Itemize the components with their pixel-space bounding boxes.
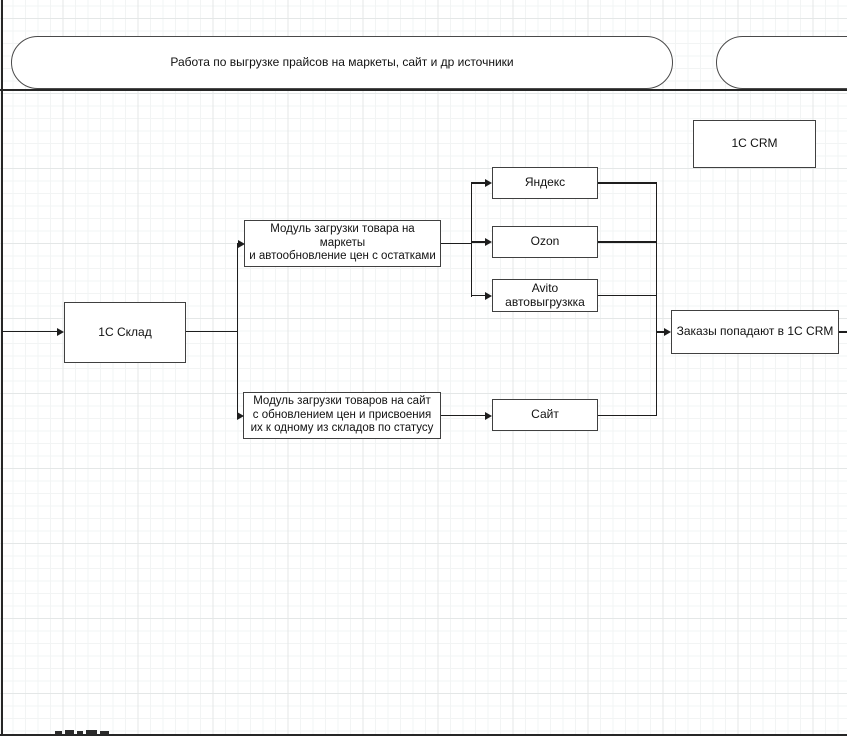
arrowhead-icon — [485, 238, 492, 246]
left-vertical-line[interactable] — [1, 0, 3, 736]
clipped-offscreen-text — [86, 730, 97, 734]
edge-module-site-to-site[interactable] — [441, 414, 485, 417]
arrowhead-icon — [485, 411, 492, 420]
lane-divider-line-top[interactable] — [0, 88, 847, 91]
edge-to-ozon[interactable] — [471, 241, 485, 243]
edge-sklad-branch-vertical[interactable] — [236, 242, 238, 417]
edge-yandex-out[interactable] — [598, 182, 657, 184]
node-yandex[interactable]: Яндекс — [492, 167, 598, 199]
node-yandex-label: Яндекс — [524, 175, 566, 190]
node-module-markets-label: Модуль загрузки товара на маркеты и авто… — [249, 223, 436, 263]
node-orders-to-crm[interactable]: Заказы попадают в 1С CRM — [671, 310, 839, 354]
node-ozon-label: Ozon — [530, 234, 560, 249]
edge-markets-fan-vertical[interactable] — [470, 182, 472, 297]
edge-orders-to-offscreen[interactable] — [839, 331, 847, 333]
edge-ozon-out[interactable] — [598, 241, 657, 243]
arrowhead-icon — [238, 239, 245, 248]
node-module-site[interactable]: Модуль загрузки товаров на сайт с обновл… — [243, 392, 441, 439]
node-site[interactable]: Сайт — [492, 399, 598, 431]
node-site-label: Сайт — [531, 407, 559, 422]
lane-divider-line-bottom[interactable] — [0, 733, 847, 736]
edge-to-yandex[interactable] — [471, 182, 485, 184]
clipped-offscreen-text — [55, 731, 62, 734]
edge-offscreen-to-sklad[interactable] — [2, 330, 57, 332]
edge-collector-vertical[interactable] — [655, 182, 657, 416]
node-1c-sklad-label: 1С Склад — [98, 324, 152, 339]
arrowhead-icon — [236, 411, 244, 420]
lane-title-right-clipped[interactable] — [716, 36, 847, 89]
clipped-offscreen-text — [77, 731, 83, 734]
edge-avito-out[interactable] — [598, 294, 657, 297]
edge-site-out[interactable] — [598, 414, 657, 417]
node-1c-crm-label: 1C CRM — [731, 136, 778, 151]
lane-title-prices[interactable]: Работа по выгрузке прайсов на маркеты, с… — [11, 36, 673, 89]
edge-module-markets-out[interactable] — [441, 242, 471, 245]
edge-sklad-out[interactable] — [186, 330, 238, 332]
clipped-offscreen-text — [100, 731, 109, 734]
arrowhead-icon — [664, 328, 671, 336]
node-avito-label: Avito автовыгрузкка — [505, 281, 585, 309]
arrowhead-icon — [485, 291, 492, 300]
edge-to-avito[interactable] — [471, 294, 485, 297]
lane-title-prices-label: Работа по выгрузке прайсов на маркеты, с… — [170, 54, 514, 69]
clipped-offscreen-text — [65, 730, 74, 734]
node-module-site-label: Модуль загрузки товаров на сайт с обновл… — [250, 395, 434, 435]
edge-to-orders[interactable] — [657, 331, 664, 333]
node-avito[interactable]: Avito автовыгрузкка — [492, 279, 598, 312]
node-ozon[interactable]: Ozon — [492, 226, 598, 258]
node-1c-crm[interactable]: 1C CRM — [693, 120, 816, 168]
node-orders-to-crm-label: Заказы попадают в 1С CRM — [676, 324, 834, 339]
arrowhead-icon — [485, 179, 492, 187]
node-module-markets[interactable]: Модуль загрузки товара на маркеты и авто… — [244, 220, 441, 267]
node-1c-sklad[interactable]: 1С Склад — [64, 302, 186, 363]
arrowhead-icon — [57, 327, 64, 336]
